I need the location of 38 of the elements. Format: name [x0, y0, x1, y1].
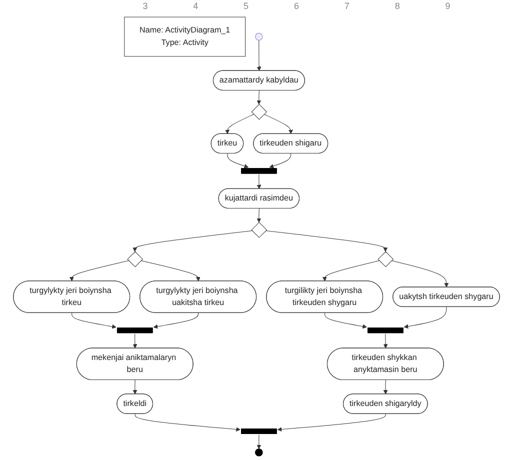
arrow — [225, 114, 254, 134]
arrow — [134, 414, 240, 432]
arrow — [383, 334, 388, 348]
ruler-number: 9 — [445, 1, 450, 13]
arrow — [70, 260, 129, 282]
arrow — [256, 90, 262, 105]
arrow — [383, 380, 388, 394]
node-diamond — [251, 222, 268, 238]
ruler-number: 4 — [193, 1, 198, 13]
arrow — [269, 153, 292, 168]
arrow — [72, 312, 116, 329]
node-diamond — [251, 104, 268, 120]
arrow — [153, 312, 199, 329]
arrow — [132, 380, 138, 394]
arrow — [265, 230, 388, 252]
node-circle — [255, 32, 263, 40]
arrow — [140, 260, 200, 282]
ruler-number: 8 — [394, 1, 400, 13]
arrow — [324, 312, 367, 329]
arrow — [132, 230, 252, 252]
ruler-number: 6 — [294, 1, 299, 13]
node-diamond — [378, 251, 394, 268]
arrow — [264, 114, 293, 134]
node-diamond — [127, 251, 144, 268]
arrow — [256, 434, 262, 450]
ruler-number: 3 — [142, 1, 148, 13]
arrow — [132, 334, 138, 348]
node-box: Name: ActivityDiagram_1 Type: Activity — [124, 16, 246, 57]
arrow — [277, 414, 386, 432]
arrow — [256, 40, 262, 71]
ruler-number: 7 — [344, 1, 350, 13]
ruler-number: 5 — [244, 1, 249, 13]
arrow — [404, 306, 447, 329]
arrow — [256, 174, 262, 190]
arrow — [322, 260, 380, 282]
arrow — [256, 208, 262, 223]
arrow — [391, 260, 449, 288]
arrow — [227, 153, 249, 168]
